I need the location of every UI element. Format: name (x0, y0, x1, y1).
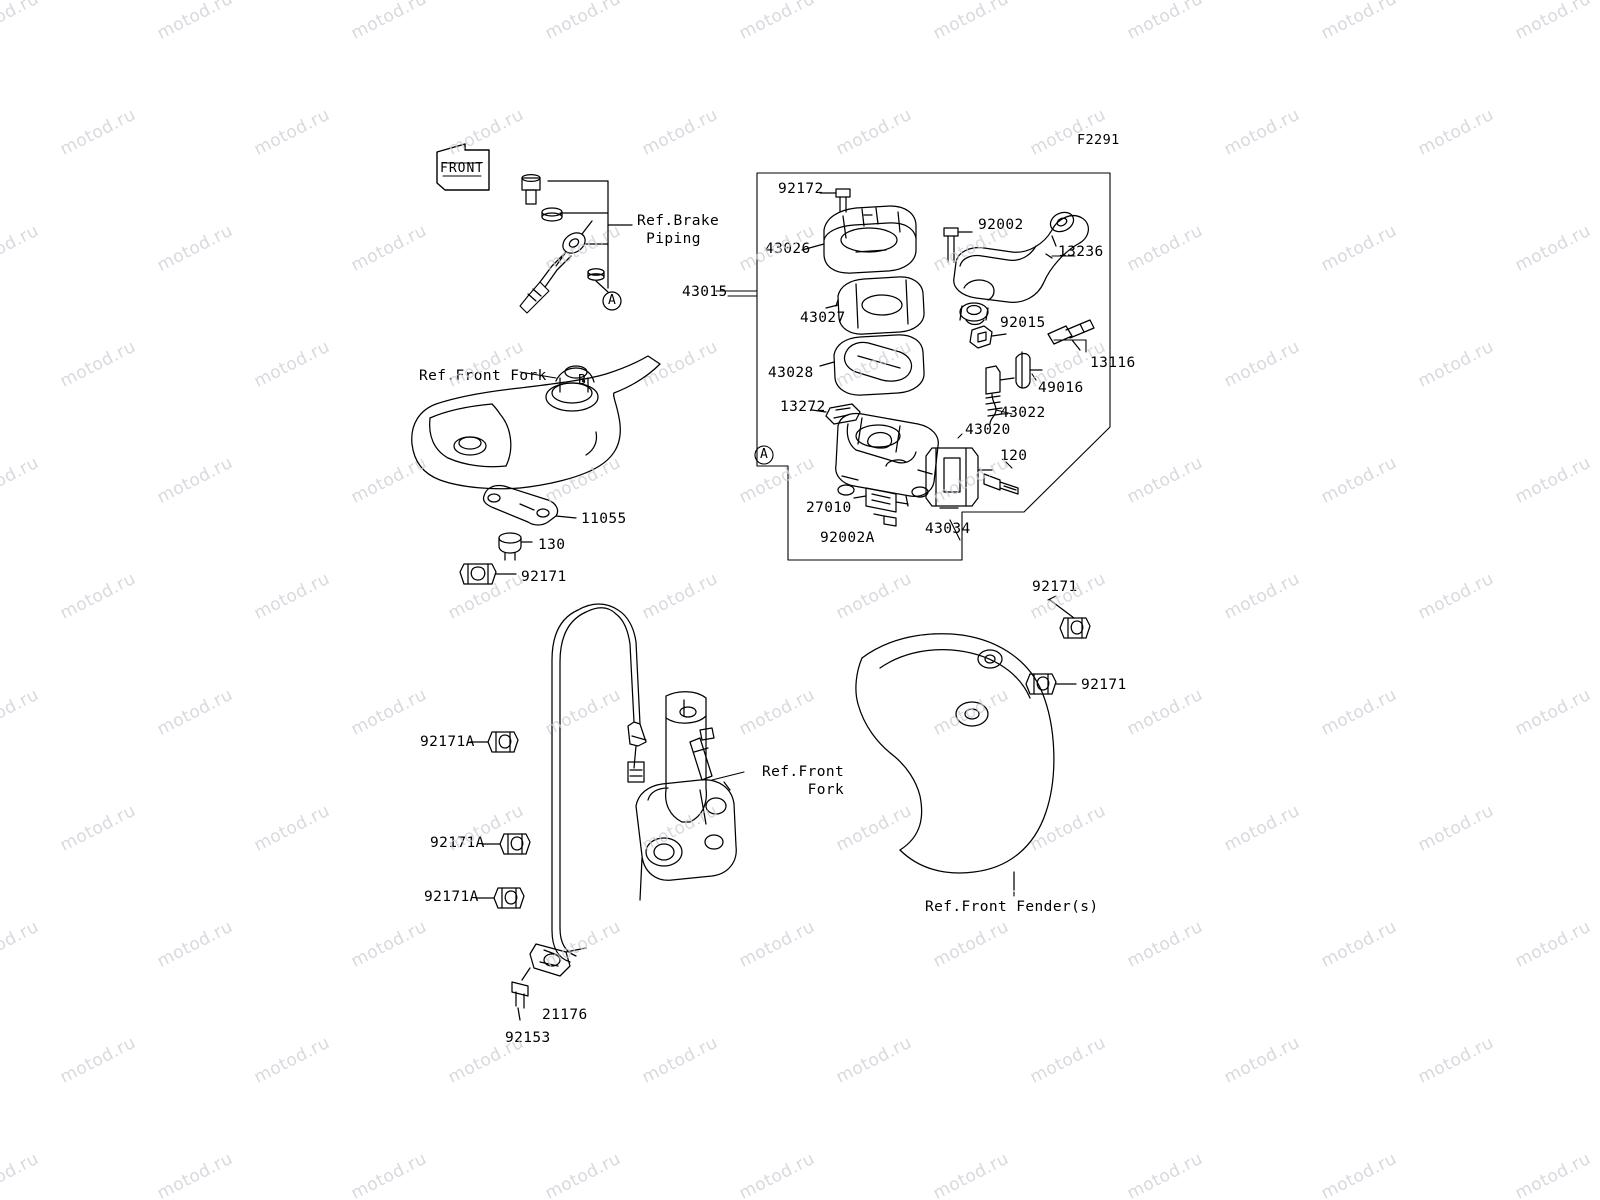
part-label-13116: 13116 (1090, 355, 1136, 371)
master-cylinder-group-frame (715, 172, 1111, 561)
part-label-43034: 43034 (925, 521, 971, 537)
callout-letter-a-1: A (608, 293, 617, 308)
leader-lines (519, 255, 1087, 897)
part-label-43015: 43015 (682, 284, 728, 300)
part-label-130: 130 (538, 537, 566, 553)
part-label-92172: 92172 (778, 181, 824, 197)
ref-front-fork-top-label: Ref.Front Fork (419, 368, 547, 384)
part-label-92171-left: 92171 (521, 569, 567, 585)
ref-brake-piping-label: Ref.Brake Piping (637, 213, 720, 248)
part-label-43020: 43020 (965, 422, 1011, 438)
master-cylinder-parts (801, 188, 1095, 527)
part-label-43026: 43026 (765, 241, 811, 257)
part-label-11055: 11055 (581, 511, 627, 527)
part-label-92171-right: 92171 (1081, 677, 1127, 693)
ref-front-fender-label: Ref.Front Fender(s) (925, 899, 1099, 915)
part-label-43022: 43022 (1000, 405, 1046, 421)
part-label-120: 120 (1000, 448, 1028, 464)
part-label-92153: 92153 (505, 1030, 551, 1046)
ref-front-fork-bottom-label: Ref.Front Fork (762, 764, 845, 799)
part-label-13236: 13236 (1058, 244, 1104, 260)
callout-letter-b: B (578, 373, 587, 388)
front-fender-assembly (855, 599, 1091, 891)
part-label-27010: 27010 (806, 500, 852, 516)
part-label-92015: 92015 (1000, 315, 1046, 331)
front-fork-upper-assembly (411, 355, 661, 585)
part-label-49016: 49016 (1038, 380, 1084, 396)
part-label-92002: 92002 (978, 217, 1024, 233)
brake-piping-assembly (519, 173, 633, 314)
part-label-43027: 43027 (800, 310, 846, 326)
sheet-code: F2291 (1077, 132, 1120, 148)
part-label-92171A-1: 92171A (420, 734, 475, 750)
part-label-92171A-2: 92171A (430, 835, 485, 851)
part-label-21176: 21176 (542, 1007, 588, 1023)
part-label-92002A: 92002A (820, 530, 875, 546)
part-label-92171A-3: 92171A (424, 889, 479, 905)
part-label-43028: 43028 (768, 365, 814, 381)
front-arrow-label: FRONT (440, 161, 485, 176)
part-label-92171-top: 92171 (1032, 579, 1078, 595)
front-arrow-icon (436, 143, 490, 191)
part-label-13272: 13272 (780, 399, 826, 415)
callout-letter-a-2: A (760, 447, 769, 462)
front-brake-hose-assembly (469, 603, 737, 1021)
